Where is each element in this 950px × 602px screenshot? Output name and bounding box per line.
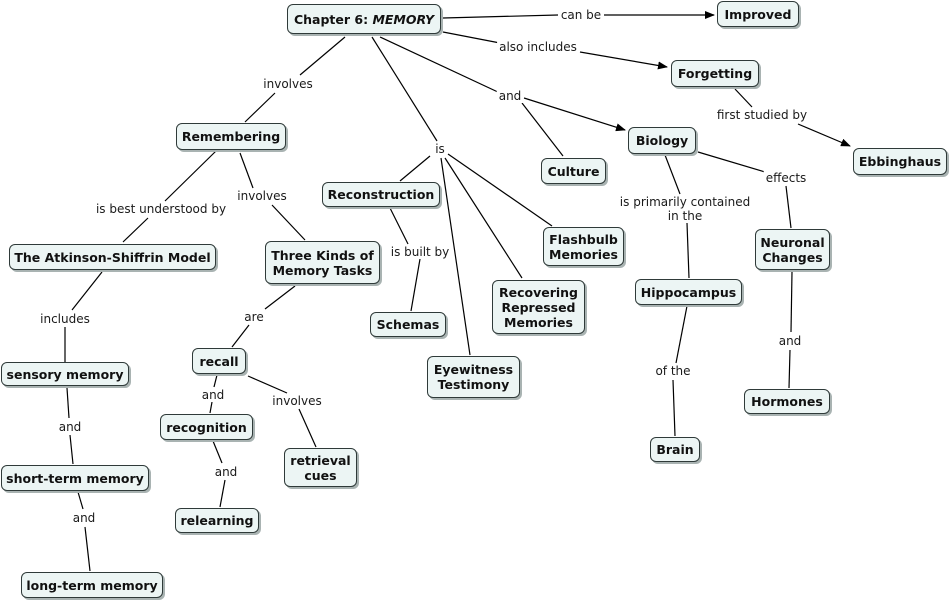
edge-is-recovering — [444, 157, 523, 279]
edge-alsoincludes-forgetting — [579, 51, 668, 70]
edge-and-biology — [523, 97, 626, 132]
node-sensory-memory[interactable]: sensory memory — [1, 362, 129, 386]
label-involves: involves — [261, 77, 315, 91]
label-also-includes: also includes — [497, 40, 579, 54]
edge-bestunderstood-atkinson — [122, 217, 149, 243]
node-reconstruction[interactable]: Reconstruction — [322, 182, 440, 207]
label-and: and — [56, 420, 84, 434]
edge-recognition-and — [212, 440, 223, 464]
edge-neuronal-and — [790, 271, 793, 333]
label-of-the: of the — [653, 364, 693, 378]
node-recognition[interactable]: recognition — [160, 414, 253, 440]
edge-memory-involves — [299, 36, 346, 76]
edge-is-reconstruction — [399, 155, 431, 182]
edge-biology-effects — [697, 151, 766, 173]
node-flashbulb[interactable]: Flashbulb Memories — [543, 227, 624, 266]
edge-remembering-involves2 — [239, 152, 254, 189]
edge-are-recall — [231, 324, 250, 348]
edge-forgetting-firststudied — [734, 88, 753, 108]
edge-and-relearning — [219, 479, 226, 508]
label-and: and — [70, 511, 98, 525]
edge-memory-and — [379, 36, 501, 94]
node-eyewitness[interactable]: Eyewitness Testimony — [427, 356, 520, 398]
edge-involves2-threekinds — [271, 204, 306, 241]
edge-hippocampus-ofthe — [675, 305, 688, 364]
node-memory-root[interactable]: Chapter 6: MEMORY — [287, 4, 441, 34]
edge-is-flashbulb — [447, 153, 553, 227]
edge-builtby-schemas — [410, 258, 421, 312]
node-hormones[interactable]: Hormones — [744, 389, 830, 414]
label-involves: involves — [235, 189, 289, 203]
node-culture[interactable]: Culture — [541, 158, 606, 184]
edge-biology-contained — [664, 154, 681, 195]
edge-recall-and — [213, 374, 218, 388]
node-remembering[interactable]: Remembering — [176, 123, 286, 150]
label-and: and — [212, 465, 240, 479]
node-neuronal-changes[interactable]: Neuronal Changes — [755, 229, 830, 270]
edge-memory-is — [371, 36, 438, 142]
edge-atkinson-includes — [71, 271, 103, 311]
node-hippocampus[interactable]: Hippocampus — [635, 279, 742, 305]
node-three-kinds[interactable]: Three Kinds of Memory Tasks — [265, 241, 380, 284]
label-first-studied-by: first studied by — [714, 108, 810, 122]
node-recovering[interactable]: Recovering Repressed Memories — [492, 280, 585, 334]
label-includes: includes — [38, 312, 92, 326]
edge-shortterm-and — [77, 491, 84, 510]
edge-reconstruction-builtby — [389, 207, 409, 245]
memory-title-prefix: Chapter 6: — [293, 11, 373, 27]
label-is-primarily-contained-in-the: is primarily contained in the — [617, 195, 753, 223]
edge-effects-neuronal — [785, 185, 792, 229]
edge-is-eyewitness — [440, 157, 471, 356]
label-is-built-by: is built by — [388, 245, 452, 259]
edge-involves3-retrieval — [298, 408, 317, 448]
node-improved[interactable]: Improved — [717, 1, 799, 27]
edge-threekinds-are — [264, 285, 296, 310]
node-atkinson-shiffrin[interactable]: The Atkinson-Shiffrin Model — [9, 244, 216, 270]
memory-title-emph: MEMORY — [372, 11, 435, 27]
edge-and-culture — [521, 102, 564, 157]
node-relearning[interactable]: relearning — [175, 508, 259, 533]
edge-ofthe-brain — [672, 379, 676, 437]
edge-memory-canbe — [442, 14, 559, 19]
label-can-be: can be — [558, 8, 604, 22]
label-and: and — [199, 388, 227, 402]
node-forgetting[interactable]: Forgetting — [671, 60, 759, 87]
label-involves: involves — [270, 394, 324, 408]
label-and: and — [776, 334, 804, 348]
label-is: is — [433, 142, 447, 156]
label-is-best-understood-by: is best understood by — [93, 202, 229, 216]
label-and: and — [496, 89, 524, 103]
node-long-term-memory[interactable]: long-term memory — [21, 572, 163, 598]
edge-recall-involves3 — [247, 375, 288, 394]
node-biology[interactable]: Biology — [628, 127, 696, 154]
node-retrieval-cues[interactable]: retrieval cues — [284, 448, 357, 487]
edge-involves-remembering — [244, 92, 276, 123]
label-are: are — [242, 310, 266, 324]
node-short-term-memory[interactable]: short-term memory — [1, 465, 149, 491]
edge-and-hormones — [788, 349, 791, 389]
edge-firststudied-ebbinghaus — [797, 123, 851, 147]
node-ebbinghaus[interactable]: Ebbinghaus — [853, 148, 947, 175]
edge-sensory-and — [66, 387, 70, 419]
label-effects: effects — [763, 171, 809, 185]
node-brain[interactable]: Brain — [650, 437, 700, 462]
edge-contained-hippocampus — [686, 222, 690, 279]
edge-and-recognition — [209, 401, 213, 414]
node-recall[interactable]: recall — [192, 348, 246, 374]
edge-and-longterm — [84, 526, 91, 572]
edge-remembering-bestunderstood — [164, 150, 217, 202]
node-schemas[interactable]: Schemas — [370, 312, 446, 337]
edge-memory-alsoincludes — [442, 31, 501, 44]
edge-and-shortterm — [69, 434, 74, 465]
